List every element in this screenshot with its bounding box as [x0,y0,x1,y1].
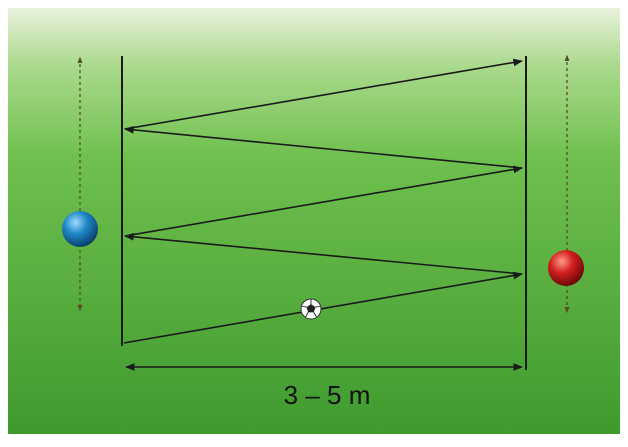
red-player-marker-icon [548,250,584,286]
soccer-ball-icon [301,299,321,319]
distance-label: 3 – 5 m [284,380,371,410]
blue-player-marker-icon [62,211,98,247]
grass-field [8,8,620,434]
